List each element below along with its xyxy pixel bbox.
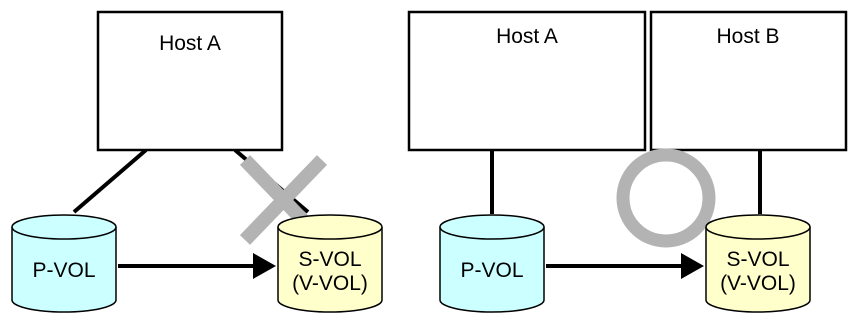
svol-sublabel: (V-VOL) — [292, 272, 368, 295]
svol-cylinder: S-VOL (V-VOL) — [277, 214, 383, 313]
svol-cylinder: S-VOL (V-VOL) — [705, 214, 811, 313]
right-diagram: Host A Host B P-VOL S-VOL (V-VOL) — [407, 10, 848, 313]
replication-arrow — [118, 253, 276, 279]
circle-icon — [616, 148, 716, 248]
svol-label: S-VOL — [726, 248, 789, 271]
pvol-cylinder: P-VOL — [439, 214, 545, 313]
left-diagram: Host A P-VOL S-VOL (V-VOL) — [11, 10, 383, 313]
replication-arrow — [546, 253, 704, 279]
svol-label: S-VOL — [298, 248, 361, 271]
svol-sublabel: (V-VOL) — [720, 272, 796, 295]
host-a-label: Host A — [159, 32, 221, 55]
pvol-label: P-VOL — [460, 259, 523, 282]
pvol-label: P-VOL — [32, 259, 95, 282]
host-a-label: Host A — [496, 25, 558, 48]
host-b-box — [649, 10, 848, 152]
host-a-box — [96, 10, 284, 152]
host-a-to-pvol-line — [72, 148, 148, 214]
pvol-cylinder: P-VOL — [11, 214, 117, 313]
host-a-box — [407, 10, 647, 152]
host-b-label: Host B — [716, 25, 779, 48]
